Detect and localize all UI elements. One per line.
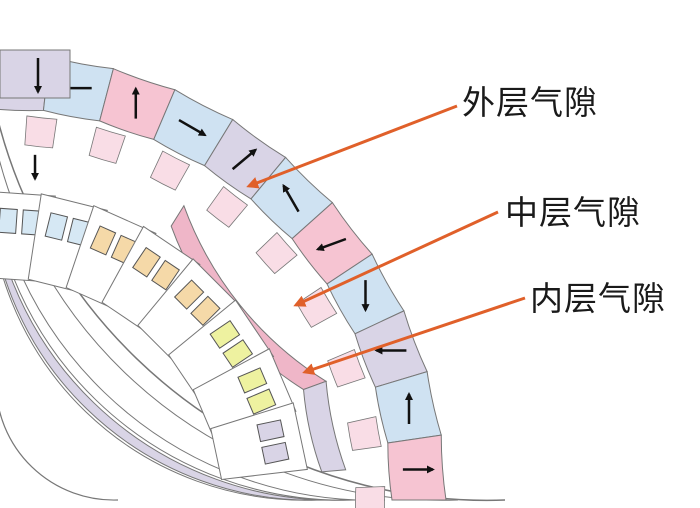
outer-magnet-segment [387, 434, 447, 501]
stator-slot-group [27, 193, 108, 293]
middle-gap-leader-line [293, 210, 499, 307]
central-bore-arc [0, 410, 119, 501]
outer-magnet-segment-left [0, 49, 71, 99]
modulator-pole-piece [149, 150, 191, 191]
modulator-pole-piece [355, 486, 386, 508]
coil-block [237, 367, 268, 394]
coil-block [132, 246, 161, 278]
arrow-icon [178, 118, 207, 137]
coil-block [209, 319, 241, 349]
coil-block [173, 279, 205, 310]
modulator-pole-piece [88, 126, 126, 164]
stator-slot-group [137, 258, 242, 363]
modulator-pole-piece [206, 185, 249, 228]
modulator-pole-piece [255, 231, 298, 275]
inner-gap-leader-line [302, 296, 526, 375]
arrow-icon [315, 237, 347, 251]
stator-slot-group [65, 205, 157, 310]
coil-block [246, 388, 277, 415]
coil-block [190, 295, 221, 327]
modulator-pole-piece [347, 416, 382, 451]
arrow-icon [231, 148, 258, 171]
coil-block [222, 339, 254, 368]
coil-block [261, 441, 290, 465]
coil-block [151, 259, 181, 291]
inner-magnet-lower-segment [302, 380, 347, 473]
outer-stator-boundary-arc [0, 160, 459, 501]
coil-block [0, 207, 18, 234]
coil-block [89, 225, 117, 256]
modulator-pole-piece [24, 115, 58, 149]
coil-block [256, 419, 285, 443]
outer-gap-leader-line [246, 104, 458, 189]
stator-slot-group [210, 402, 308, 481]
modulator-pole-piece [296, 286, 338, 328]
stator-slot-group [168, 299, 275, 399]
middle-air-gap-label: 中层气隙 [505, 193, 641, 232]
inner-magnet-ring [0, 241, 348, 501]
outer-air-gap-label: 外层气隙 [462, 83, 598, 122]
arrow-icon [282, 183, 300, 213]
inner-air-gap-label: 内层气隙 [530, 279, 666, 318]
coil-block [44, 212, 69, 241]
inner-stator-boundary-arc [0, 264, 317, 501]
